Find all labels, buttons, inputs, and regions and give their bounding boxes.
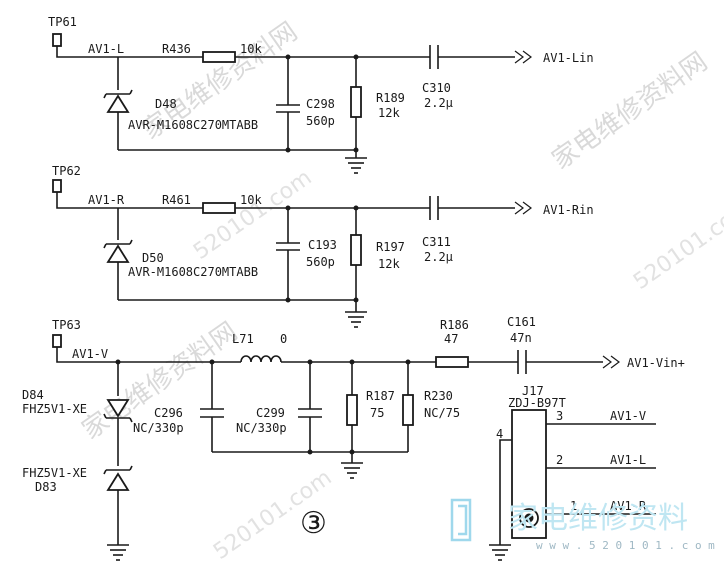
circuit-av1-l: TP61 AV1-L R436 10k C310 2.2μ AV1-Lin D4… [48, 15, 594, 174]
tvs-diode-d48 [106, 94, 130, 113]
c311-value: 2.2μ [424, 250, 453, 264]
r186-value: 47 [444, 332, 458, 346]
site-logo: 家电维修资料 w w w . 5 2 0 1 0 1 . c o m [450, 498, 715, 552]
zener-diode-d84 [106, 399, 130, 418]
pin1-net: AV1-R [610, 499, 647, 513]
tp62-label: TP62 [52, 164, 81, 178]
j17-part: ZDJ-B97T [508, 396, 566, 410]
d83-ref: D83 [35, 480, 57, 494]
d50-part: AVR-M1608C270MTABB [128, 265, 258, 279]
r230-value: NC/75 [424, 406, 460, 420]
logo-text: 家电维修资料 [508, 501, 688, 536]
resistor-r461 [202, 202, 236, 214]
circuit-av1-v: TP63 AV1-V L71 0 R186 47 C161 47n AV1-Vi… [22, 315, 685, 561]
arrow-icon [602, 355, 620, 369]
net-label-av1-r: AV1-R [88, 193, 125, 207]
net-label-av1-l: AV1-L [88, 42, 124, 56]
r187-ref: R187 [366, 389, 395, 403]
circuit-av1-r: TP62 AV1-R R461 10k C311 2.2μ AV1-Rin D5… [52, 164, 594, 328]
d48-ref: D48 [155, 97, 177, 111]
arrow-icon [514, 201, 532, 215]
net-label-av1-v: AV1-V [72, 347, 108, 361]
c161-value: 47n [510, 331, 532, 345]
c299-ref: C299 [256, 406, 285, 420]
ground-icon [345, 311, 367, 328]
ground-icon [107, 544, 129, 561]
d84-part: FHZ5V1-XE [22, 402, 87, 416]
inductor-l71 [240, 355, 282, 363]
watermark-text: 家电维修资料网 [547, 47, 713, 176]
l71-value: 0 [280, 332, 287, 346]
pin2-net: AV1-L [610, 453, 646, 467]
r461-ref: R461 [162, 193, 191, 207]
pin1-num: 1 [570, 499, 577, 513]
pin4-num: 4 [496, 427, 503, 441]
c193-ref: C193 [308, 238, 337, 252]
resistor-r197 [350, 234, 362, 266]
r186-ref: R186 [440, 318, 469, 332]
c193-value: 560p [306, 255, 335, 269]
output-av1-vin: AV1-Vin+ [627, 356, 685, 370]
l71-ref: L71 [232, 332, 254, 346]
r197-value: 12k [378, 257, 400, 271]
figure-number: ③ [300, 506, 327, 541]
r197-ref: R197 [376, 240, 405, 254]
r187-value: 75 [370, 406, 384, 420]
r436-value: 10k [240, 42, 262, 56]
resistor-r436 [202, 51, 236, 63]
resistor-r230 [402, 394, 414, 426]
r189-value: 12k [378, 106, 400, 120]
tp63-label: TP63 [52, 318, 81, 332]
c298-ref: C298 [306, 97, 335, 111]
j17-ref: J17 [522, 384, 544, 398]
c296-value: NC/330p [133, 421, 184, 435]
d50-ref: D50 [142, 251, 164, 265]
r461-value: 10k [240, 193, 262, 207]
test-point-tp63 [52, 334, 62, 348]
c310-value: 2.2μ [424, 96, 453, 110]
c296-ref: C296 [154, 406, 183, 420]
arrow-icon [514, 50, 532, 64]
d48-part: AVR-M1608C270MTABB [128, 118, 258, 132]
r436-ref: R436 [162, 42, 191, 56]
ground-icon [341, 462, 363, 479]
c299-value: NC/330p [236, 421, 287, 435]
zener-diode-d83 [106, 472, 130, 491]
ground-icon [345, 157, 367, 174]
c298-value: 560p [306, 114, 335, 128]
r230-ref: R230 [424, 389, 453, 403]
c310-ref: C310 [422, 81, 451, 95]
pin2-num: 2 [556, 453, 563, 467]
test-point-tp62 [52, 179, 62, 193]
pin3-num: 3 [556, 409, 563, 423]
test-point-tp61 [52, 33, 62, 47]
output-av1-rin: AV1-Rin [543, 203, 594, 217]
watermark-url: 520101.com [629, 195, 724, 295]
d83-part: FHZ5V1-XE [22, 466, 87, 480]
r189-ref: R189 [376, 91, 405, 105]
resistor-r189 [350, 86, 362, 118]
resistor-r187 [346, 394, 358, 426]
ground-icon [489, 544, 511, 561]
tp61-label: TP61 [48, 15, 77, 29]
logo-url: w w w . 5 2 0 1 0 1 . c o m [536, 539, 715, 552]
c311-ref: C311 [422, 235, 451, 249]
c161-ref: C161 [507, 315, 536, 329]
tvs-diode-d50 [106, 244, 130, 263]
connector-j17: J17 ZDJ-B97T 3 AV1-V 2 AV1-L 1 AV1-R 4 [489, 384, 656, 561]
output-av1-lin: AV1-Lin [543, 51, 594, 65]
d84-ref: D84 [22, 388, 44, 402]
resistor-r186 [435, 356, 469, 368]
pin3-net: AV1-V [610, 409, 646, 423]
